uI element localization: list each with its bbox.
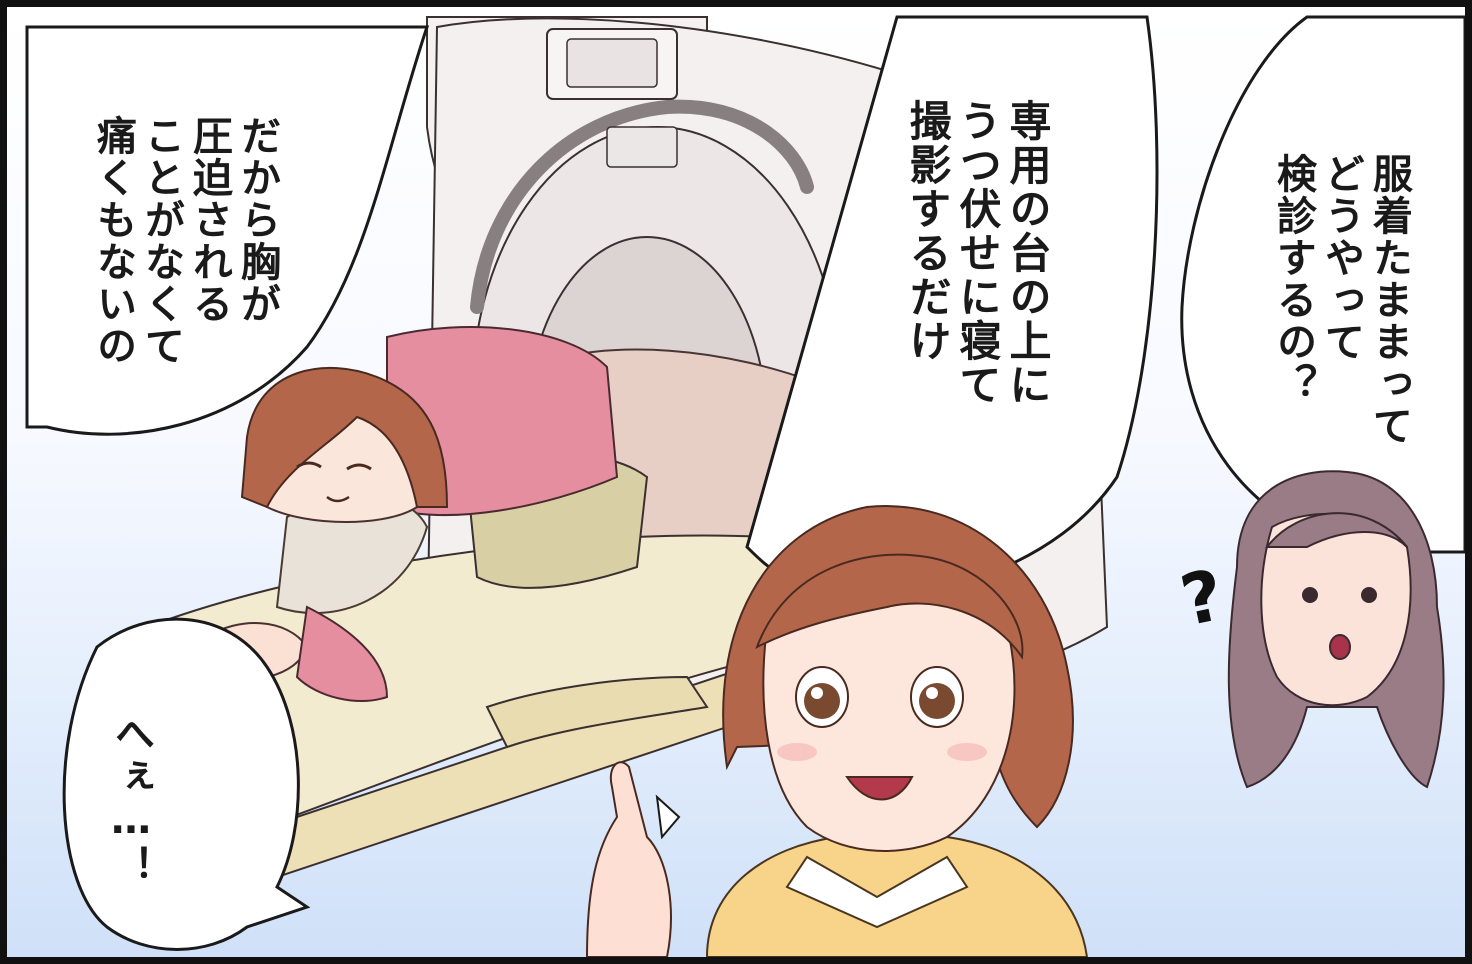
bubble-left-line-3: ことがなくて (138, 115, 184, 367)
bubble-right-line-1: 服着たままって (1366, 153, 1412, 447)
main-eye-left (804, 683, 840, 719)
bubble-middle-line-3: 撮影するだけ (903, 99, 952, 363)
friend-eye-right (1361, 587, 1377, 603)
friend-character (1227, 470, 1445, 789)
main-eye-right (919, 683, 955, 719)
pointing-hand (585, 761, 672, 957)
main-face (762, 599, 1016, 852)
bubble-right-line-3: 検診するの？ (1270, 153, 1316, 405)
panel-illustration (25, 15, 1465, 957)
bubble-middle-line-2: うつ伏せに寝て (953, 99, 1002, 407)
bubble-left (25, 25, 430, 436)
bubble-bottom-text: へぇ…！ (107, 713, 155, 893)
patient-hair (240, 366, 449, 509)
shirt-collar (785, 855, 969, 929)
main-character (585, 505, 1089, 957)
bubble-bottom-line-1: へぇ…！ (108, 713, 154, 887)
bubble-bottom (62, 617, 311, 951)
friend-eye-left (1302, 587, 1318, 603)
bubble-right-line-2: どうやって (1318, 153, 1364, 363)
bubble-middle-line-1: 専用の台の上に (1003, 99, 1052, 407)
bubble-left-text: だから胸が 圧迫される ことがなくて 痛くもないの (89, 115, 281, 385)
bubble-left-line-2: 圧迫される (186, 115, 232, 325)
main-mouth (845, 776, 914, 801)
friend-mouth (1329, 634, 1351, 660)
bubble-left-line-4: 痛くもないの (90, 115, 136, 367)
bubble-middle-text: 専用の台の上に うつ伏せに寝て 撮影するだけ (902, 99, 1052, 419)
bubble-left-line-1: だから胸が (234, 115, 280, 325)
bubble-right-text: 服着たままって どうやって 検診するの？ (1269, 153, 1413, 447)
